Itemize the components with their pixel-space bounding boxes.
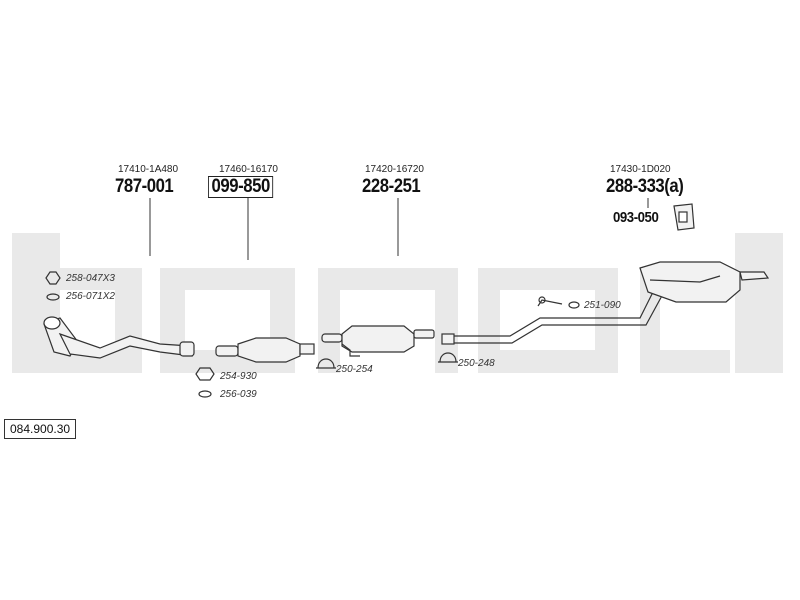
front-pipe-part (43, 316, 195, 359)
accessory-label-251-090[interactable]: 251-090 (584, 300, 621, 311)
catalytic-converter-part (215, 337, 315, 363)
ref-number-2: 17460-16170 (219, 164, 278, 175)
part-number-4[interactable]: 288-333(a) (606, 176, 684, 197)
catalog-number-box: 084.900.30 (4, 419, 77, 439)
part-number-3[interactable]: 228-251 (362, 176, 421, 197)
ref-number-1: 17410-1A480 (118, 164, 179, 175)
accessory-label-256-039[interactable]: 256-039 (220, 389, 257, 400)
accessory-label-256-071x2[interactable]: 256-071X2 (66, 291, 115, 302)
clamp-icon (45, 271, 580, 398)
rear-pipe-part (441, 285, 665, 345)
rear-silencer-part (639, 261, 770, 303)
accessory-label-258-047x3[interactable]: 258-047X3 (66, 273, 115, 284)
ref-number-4: 17430-1D020 (610, 164, 671, 175)
ref-number-3: 17420-16720 (365, 164, 424, 175)
accessory-label-250-254[interactable]: 250-254 (336, 364, 373, 375)
part-number-2[interactable]: 099-850 (208, 176, 274, 198)
part-number-1[interactable]: 787-001 (115, 176, 174, 197)
rubber-mount-part (673, 203, 695, 231)
middle-muffler-part (321, 325, 435, 357)
accessory-label-250-248[interactable]: 250-248 (458, 358, 495, 369)
accessory-label-254-930[interactable]: 254-930 (220, 371, 257, 382)
part-number-093-050[interactable]: 093-050 (613, 209, 659, 226)
